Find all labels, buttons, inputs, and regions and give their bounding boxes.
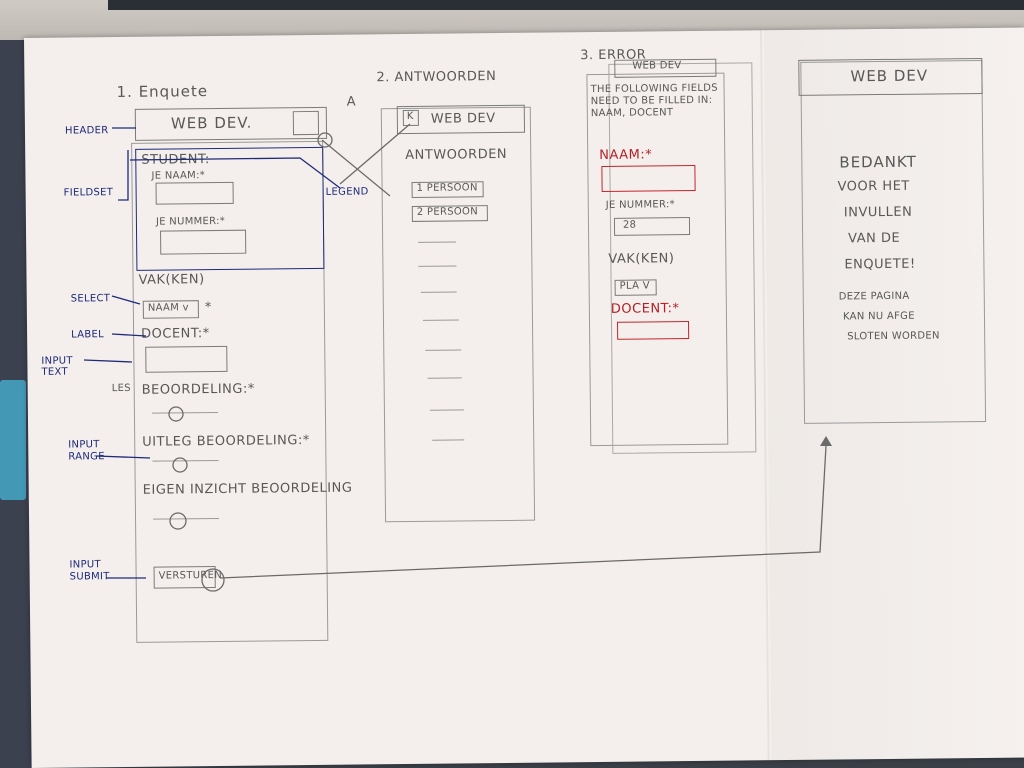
- thanks-line-3: INVULLEN: [843, 204, 913, 221]
- error-number-label: JE NUMMER:*: [605, 199, 675, 211]
- error-message-line3: NAAM, DOCENT: [590, 107, 674, 120]
- error-message-line1: THE FOLLOWING FIELDS: [590, 82, 718, 96]
- note-line-3: SLOTEN WORDEN: [847, 330, 940, 343]
- sketch-paper: 1. Enquete WEB DEV. A STUDENT: JE NAAM:*…: [24, 27, 1024, 768]
- lesson-label: LES: [111, 382, 131, 395]
- annotation-input-submit: INPUT SUBMIT: [69, 559, 110, 583]
- answer-item-1[interactable]: 1 PERSOON: [411, 181, 484, 198]
- submit-button[interactable]: VERSTUREN: [153, 566, 222, 589]
- sketch2-header-icon: K: [402, 109, 419, 127]
- fieldset-legend: STUDENT:: [141, 152, 210, 168]
- error-course-label: VAK(KEN): [608, 251, 675, 267]
- sketch1-header-marker: A: [346, 94, 357, 110]
- sketch2-header-title: WEB DEV: [430, 111, 496, 127]
- annotation-fieldset: FIELDSET: [63, 187, 114, 199]
- thanks-line-4: VAN DE: [848, 230, 901, 247]
- error-teacher-input[interactable]: [617, 321, 690, 340]
- sketch1-menu-icon: [292, 110, 320, 136]
- annotation-header: HEADER: [64, 125, 109, 137]
- thanks-line-1: BEDANKT: [839, 152, 917, 172]
- number-label: JE NUMMER:*: [155, 215, 226, 228]
- error-number-input[interactable]: 28: [613, 217, 691, 236]
- note-line-1: DEZE PAGINA: [838, 290, 910, 303]
- error-name-input[interactable]: [601, 164, 696, 192]
- error-course-select[interactable]: PLA V: [614, 279, 657, 296]
- teacher-input[interactable]: [145, 345, 228, 373]
- sketch1-title: 1. Enquete: [116, 82, 209, 102]
- explanation-label: UITLEG BEOORDELING:*: [142, 433, 310, 450]
- annotation-input-text: INPUT TEXT: [41, 355, 73, 378]
- error-teacher-label: DOCENT:*: [610, 301, 680, 317]
- sketch2-heading: ANTWOORDEN: [405, 146, 508, 164]
- annotation-legend: LEGEND: [325, 186, 369, 198]
- teacher-label: DOCENT:*: [141, 326, 210, 342]
- submit-button-label: VERSTUREN: [158, 569, 223, 582]
- note-line-2: KAN NU AFGE: [842, 310, 915, 323]
- sketch2-frame: [380, 106, 536, 523]
- background-device: [0, 380, 26, 500]
- thanks-line-5: ENQUETE!: [844, 256, 916, 273]
- name-label: JE NAAM:*: [151, 170, 206, 182]
- annotation-input-range: INPUT RANGE: [68, 439, 105, 463]
- sketch4-header-title: WEB DEV: [850, 66, 929, 86]
- name-input[interactable]: [155, 181, 234, 205]
- insight-label: EIGEN INZICHT BEOORDELING: [142, 480, 353, 498]
- select-required-mark: *: [204, 300, 212, 316]
- thanks-line-2: VOOR HET: [837, 178, 910, 195]
- annotation-label: LABEL: [71, 329, 105, 341]
- answer-item-2[interactable]: 2 PERSOON: [411, 205, 488, 222]
- course-label: VAK(KEN): [138, 272, 205, 288]
- background-monitor-edge: [108, 0, 1024, 10]
- course-select[interactable]: NAAM v: [142, 300, 199, 319]
- error-message-line2: NEED TO BE FILLED IN:: [590, 94, 713, 108]
- rating-label: BEOORDELING:*: [141, 381, 255, 398]
- sketch1-header-title: WEB DEV.: [170, 113, 253, 133]
- course-select-value: NAAM v: [147, 302, 189, 314]
- error-name-label: NAAM:*: [599, 147, 653, 163]
- number-input[interactable]: [160, 229, 247, 255]
- annotation-select: SELECT: [70, 293, 111, 305]
- sketch3-header-title: WEB DEV: [632, 60, 682, 72]
- sketch2-title: 2. ANTWOORDEN: [376, 69, 497, 86]
